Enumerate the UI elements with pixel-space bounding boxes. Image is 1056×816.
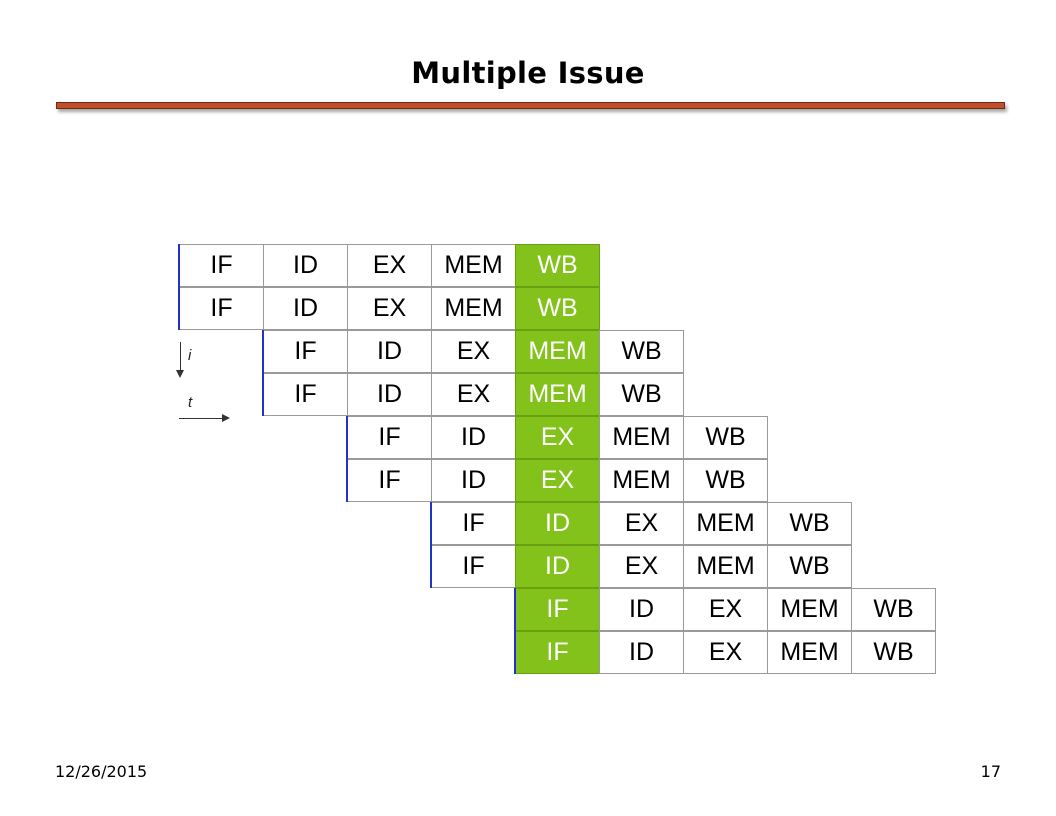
stage-cell-ex: EX — [515, 416, 600, 459]
stage-cell-ex: EX — [683, 631, 768, 674]
stage-cell-id: ID — [431, 459, 516, 502]
stage-cell-id: ID — [599, 588, 684, 631]
stage-cell-wb: WB — [683, 416, 768, 459]
slide-title: Multiple Issue — [411, 56, 645, 90]
stage-cell-id: ID — [263, 244, 348, 287]
stage-cell-wb: WB — [851, 631, 936, 674]
stage-cell-id: ID — [515, 545, 600, 588]
stage-cell-wb: WB — [599, 330, 684, 373]
stage-cell-mem: MEM — [599, 459, 684, 502]
page-number: 17 — [980, 762, 1001, 781]
instruction-axis-line — [180, 342, 181, 372]
stage-cell-if: IF — [347, 416, 432, 459]
stage-cell-id: ID — [515, 502, 600, 545]
stage-cell-if: IF — [431, 502, 516, 545]
stage-cell-mem: MEM — [683, 502, 768, 545]
stage-cell-ex: EX — [431, 330, 516, 373]
stage-cell-mem: MEM — [599, 416, 684, 459]
stage-cell-wb: WB — [851, 588, 936, 631]
stage-cell-ex: EX — [431, 373, 516, 416]
stage-cell-ex: EX — [515, 459, 600, 502]
stage-cell-mem: MEM — [515, 330, 600, 373]
stage-cell-if: IF — [179, 287, 264, 330]
stage-cell-mem: MEM — [431, 244, 516, 287]
stage-cell-if: IF — [515, 588, 600, 631]
stage-cell-ex: EX — [599, 502, 684, 545]
stage-cell-if: IF — [263, 330, 348, 373]
stage-cell-ex: EX — [347, 287, 432, 330]
stage-cell-mem: MEM — [515, 373, 600, 416]
stage-cell-id: ID — [263, 287, 348, 330]
stage-cell-id: ID — [431, 416, 516, 459]
stage-cell-if: IF — [515, 631, 600, 674]
stage-cell-ex: EX — [599, 545, 684, 588]
stage-cell-wb: WB — [683, 459, 768, 502]
stage-cell-wb: WB — [767, 502, 852, 545]
stage-cell-id: ID — [599, 631, 684, 674]
stage-cell-wb: WB — [515, 287, 600, 330]
stage-cell-if: IF — [431, 545, 516, 588]
stage-cell-mem: MEM — [431, 287, 516, 330]
stage-cell-mem: MEM — [767, 631, 852, 674]
title-underline — [56, 102, 1005, 109]
stage-cell-wb: WB — [767, 545, 852, 588]
down-arrow-icon — [176, 370, 184, 378]
time-axis-label: t — [188, 394, 193, 411]
footer-date: 12/26/2015 — [55, 762, 148, 781]
stage-cell-id: ID — [347, 373, 432, 416]
stage-cell-wb: WB — [515, 244, 600, 287]
stage-cell-id: ID — [347, 330, 432, 373]
stage-cell-ex: EX — [347, 244, 432, 287]
stage-cell-mem: MEM — [767, 588, 852, 631]
instruction-axis-label: i — [188, 347, 192, 364]
stage-cell-ex: EX — [683, 588, 768, 631]
right-arrow-icon — [222, 414, 230, 422]
time-axis-line — [179, 418, 223, 419]
stage-cell-mem: MEM — [683, 545, 768, 588]
stage-cell-if: IF — [263, 373, 348, 416]
stage-cell-if: IF — [179, 244, 264, 287]
stage-cell-if: IF — [347, 459, 432, 502]
stage-cell-wb: WB — [599, 373, 684, 416]
